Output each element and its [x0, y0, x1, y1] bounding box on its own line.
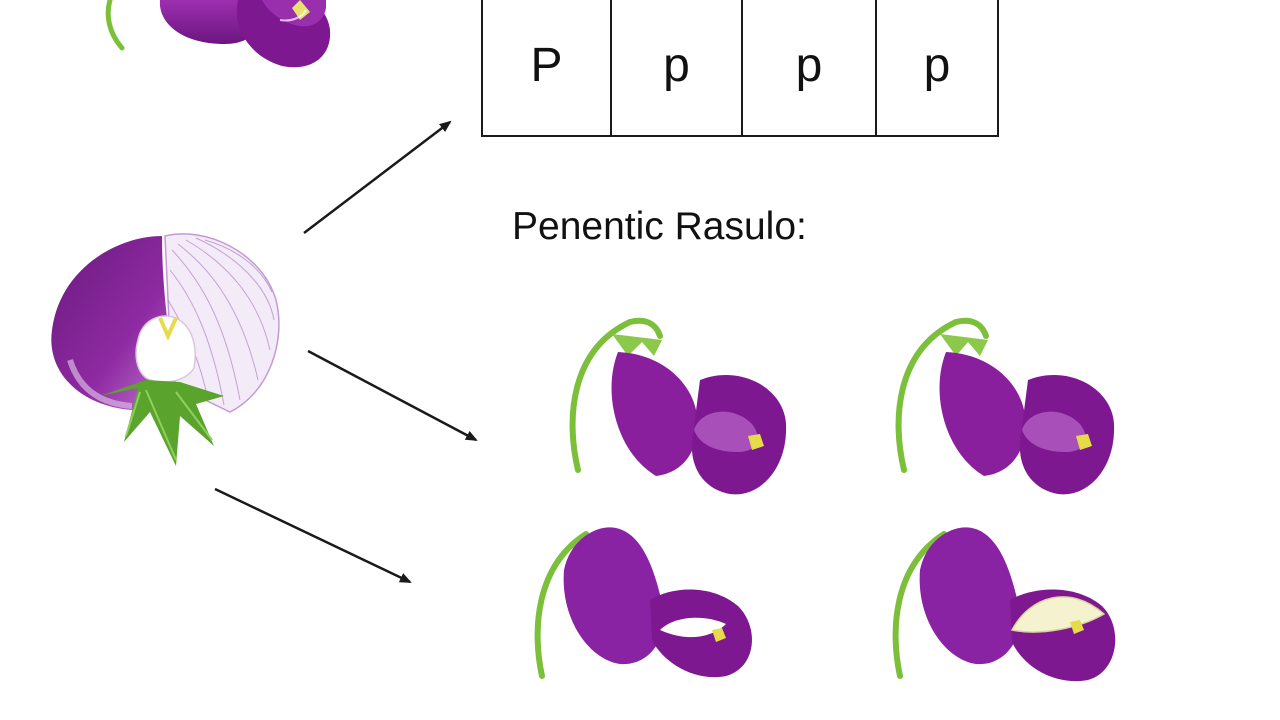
- offspring-flower-icon: [895, 317, 1115, 495]
- allele-box: P: [483, 0, 612, 135]
- offspring-flower-icon: [892, 527, 1116, 682]
- allele-box: p: [612, 0, 743, 135]
- arrow-icon: [307, 349, 478, 442]
- result-heading: Penentic Rasulo:: [512, 205, 807, 248]
- allele-box-row: P p p p: [481, 0, 999, 137]
- arrow-icon: [214, 487, 412, 584]
- offspring-flower-icon: [534, 527, 752, 679]
- allele-box: p: [923, 39, 951, 92]
- parent-flower-illustration: [51, 233, 280, 466]
- top-flower-icon: [105, 0, 331, 68]
- arrow-icon: [303, 120, 452, 234]
- allele-box: p: [743, 0, 877, 135]
- offspring-flower-icon: [569, 317, 787, 495]
